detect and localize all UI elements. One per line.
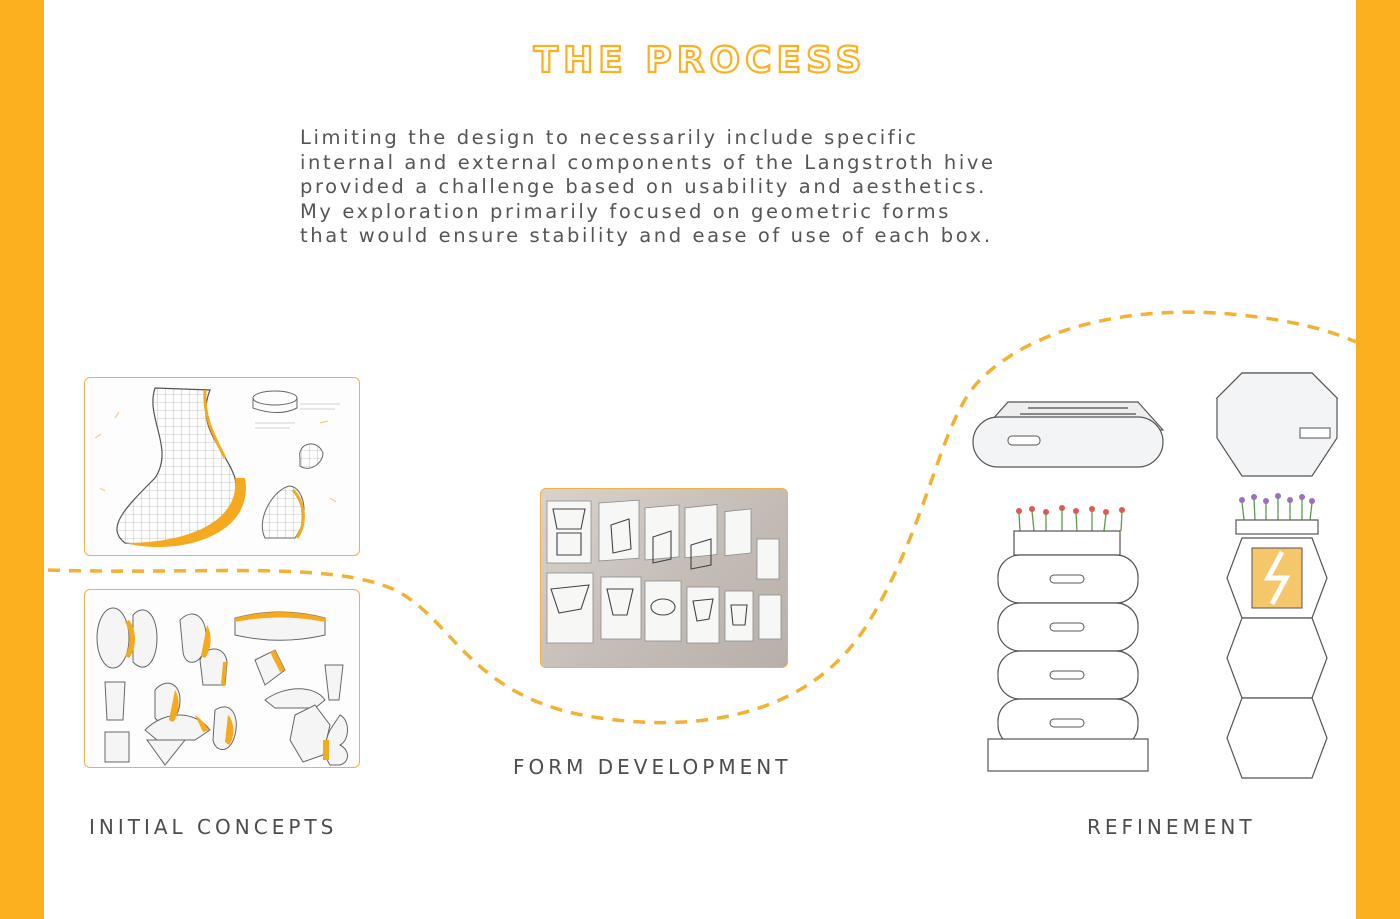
left-accent-bar <box>0 0 44 919</box>
refinement-tray-drawing <box>972 401 1165 468</box>
form-development-photo <box>540 488 788 668</box>
refinement-hex-top <box>1215 372 1339 477</box>
concept-sketch-vase <box>84 377 360 556</box>
intro-paragraph: Limiting the design to necessarily inclu… <box>300 126 996 247</box>
refinement-hex-stack <box>1226 493 1328 779</box>
concept-sketch-grid <box>84 589 360 768</box>
label-form-development: FORM DEVELOPMENT <box>513 755 792 779</box>
right-accent-bar <box>1356 0 1400 919</box>
page-title: THE PROCESS <box>533 39 867 82</box>
refinement-rounded-stack <box>987 505 1149 772</box>
label-refinement: REFINEMENT <box>1087 815 1256 839</box>
label-initial-concepts: INITIAL CONCEPTS <box>89 815 338 839</box>
